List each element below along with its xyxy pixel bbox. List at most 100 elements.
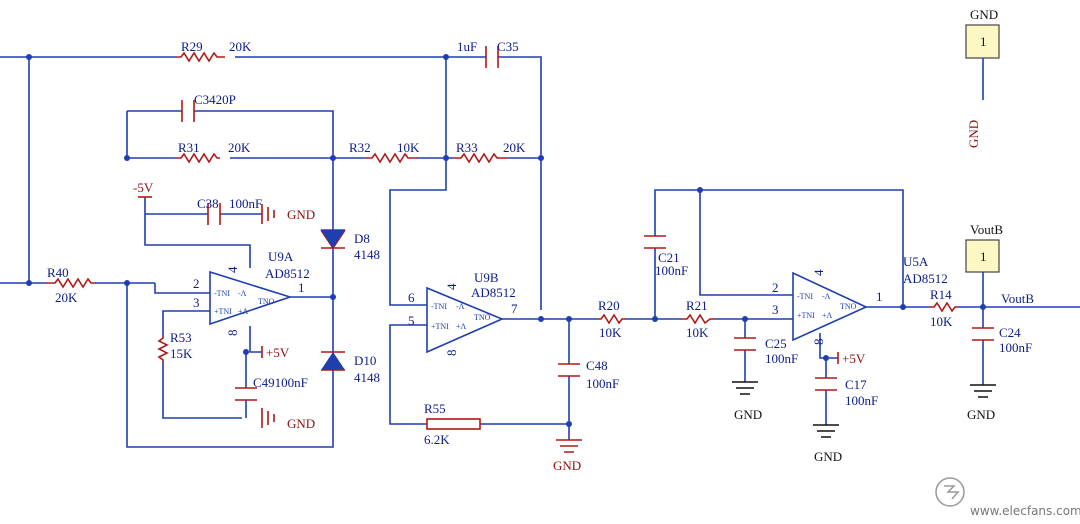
u9a-neg-label: -Λ	[238, 289, 247, 298]
u9b-inv-label: -TNI	[431, 302, 447, 311]
gnd-c24: GND	[967, 384, 996, 422]
gnd-u9b: GND	[553, 439, 582, 473]
capacitor-c48[interactable]: C48 100nF	[558, 358, 619, 391]
c24-ref: C24	[999, 325, 1021, 340]
watermark-logo-icon	[935, 477, 965, 507]
u9a-inv-label: -TNI	[214, 289, 230, 298]
c25-ref: C25	[765, 336, 787, 351]
u9a-out-label: TNO	[258, 297, 275, 306]
capacitor-c21[interactable]: C21 100nF	[644, 235, 688, 278]
c38-value: 100nF	[229, 196, 262, 211]
opamp-u5a[interactable]: 2 3 1 4 8 -TNI +TNI -Λ +Λ TNO U5A AD8512	[772, 254, 948, 345]
r55-value: 6.2K	[424, 432, 450, 447]
watermark-bolt-icon	[944, 485, 960, 500]
opamp-u9a[interactable]: 2 3 1 4 8 -TNI +TNI -Λ +Λ TNO U9A AD8512	[193, 249, 310, 336]
d10-ref: D10	[354, 353, 376, 368]
net-label-voutb: VoutB	[1001, 291, 1034, 306]
u9a-noninv-label: +TNI	[214, 307, 232, 316]
u9a-ref: U9A	[268, 249, 294, 264]
gnd-label: GND	[814, 449, 842, 464]
r20-value: 10K	[599, 325, 622, 340]
capacitor-c25[interactable]: C25 100nF	[734, 336, 798, 366]
u9b-pin-inv: 6	[408, 290, 415, 305]
r40-value: 20K	[55, 290, 78, 305]
neg5v-label: -5V	[133, 180, 154, 195]
pos5v-u9a: +5V	[261, 345, 290, 360]
resistor-r32[interactable]: R32 10K	[349, 140, 420, 164]
junction	[980, 304, 986, 310]
resistor-r53[interactable]: R53 15K	[157, 330, 193, 362]
c24-value: 100nF	[999, 340, 1032, 355]
u9b-value: AD8512	[471, 285, 516, 300]
junction	[566, 316, 572, 322]
u9b-ref: U9B	[474, 270, 499, 285]
diode-d8[interactable]: D8 4148	[320, 229, 380, 262]
pos5v-label: +5V	[266, 345, 290, 360]
r33-ref: R33	[456, 140, 478, 155]
junction	[538, 316, 544, 322]
u9b-out-label: TNO	[474, 313, 491, 322]
port-gnd-pin: 1	[980, 34, 987, 49]
r21-ref: R21	[686, 298, 708, 313]
watermark-url: www.elecfans.com	[970, 504, 1080, 518]
gnd-c17: GND	[813, 424, 842, 464]
u5a-ref: U5A	[903, 254, 929, 269]
r20-ref: R20	[598, 298, 620, 313]
gnd-u9a-bottom: GND	[261, 408, 315, 431]
r31-ref: R31	[178, 140, 200, 155]
c17-ref: C17	[845, 377, 867, 392]
resistor-r40[interactable]: R40 20K	[45, 265, 96, 305]
u9b-pin-out: 7	[511, 301, 518, 316]
capacitor-c17[interactable]: C17 100nF	[815, 377, 878, 408]
d10-value: 4148	[354, 370, 380, 385]
u5a-pin-vneg: 8	[811, 339, 826, 346]
u5a-pin-vpos: 4	[811, 269, 826, 276]
c48-ref: C48	[586, 358, 608, 373]
resistor-r29[interactable]: R29 20K	[175, 39, 252, 63]
u5a-pin-inv: 2	[772, 280, 779, 295]
u9b-pin-vneg: 8	[444, 350, 459, 357]
watermark: www.elecfans.com	[935, 477, 1080, 518]
d8-value: 4148	[354, 247, 380, 262]
diode-d10[interactable]: D10 4148	[321, 351, 380, 385]
resistor-r33[interactable]: R33 20K	[453, 140, 526, 164]
c35-ref: C35	[497, 39, 519, 54]
gnd-label: GND	[287, 207, 315, 222]
junction	[443, 54, 449, 60]
gnd-c25: GND	[732, 381, 762, 422]
port-voutb[interactable]: VoutB 1	[965, 222, 1003, 273]
u5a-neg-label: -Λ	[822, 292, 831, 301]
junction	[652, 316, 658, 322]
capacitor-c35[interactable]: 1uF C35	[457, 39, 519, 68]
u9a-pin-vneg: 8	[225, 330, 240, 337]
c35-value: 1uF	[457, 39, 477, 54]
resistor-r31[interactable]: R31 20K	[175, 140, 251, 164]
resistor-r20[interactable]: R20 10K	[598, 298, 625, 340]
c25-value: 100nF	[765, 351, 798, 366]
port-voutb-pin: 1	[980, 249, 987, 264]
c38-ref: C38	[197, 196, 219, 211]
r21-value: 10K	[686, 325, 709, 340]
port-gnd[interactable]: GND 1 GND	[965, 7, 1000, 148]
d8-ref: D8	[354, 231, 370, 246]
neg5v-supply: -5V	[133, 180, 154, 198]
capacitor-c24[interactable]: C24 100nF	[972, 325, 1032, 355]
opamp-u9b[interactable]: 6 5 7 4 8 -TNI +TNI -Λ +Λ TNO U9B AD8512	[408, 270, 518, 356]
u5a-pos-label: +Λ	[822, 311, 833, 320]
r33-value: 20K	[503, 140, 526, 155]
voutb-net-label: VoutB	[1001, 291, 1034, 306]
capacitor-c34[interactable]: C3420P	[181, 92, 236, 122]
capacitor-c49[interactable]: C49100nF	[235, 375, 308, 401]
c17-value: 100nF	[845, 393, 878, 408]
c21-ref: C21	[658, 250, 680, 265]
resistor-r21[interactable]: R21 10K	[682, 298, 715, 340]
pos5v-label: +5V	[842, 351, 866, 366]
r40-ref: R40	[47, 265, 69, 280]
resistor-r14[interactable]: R14 10K	[930, 287, 958, 329]
capacitor-c38[interactable]: C38 100nF	[197, 196, 262, 225]
u9b-neg-label: -Λ	[456, 302, 465, 311]
u9a-value: AD8512	[265, 266, 310, 281]
r32-ref: R32	[349, 140, 371, 155]
resistor-r55[interactable]: R55 6.2K	[424, 401, 481, 447]
junction	[538, 155, 544, 161]
